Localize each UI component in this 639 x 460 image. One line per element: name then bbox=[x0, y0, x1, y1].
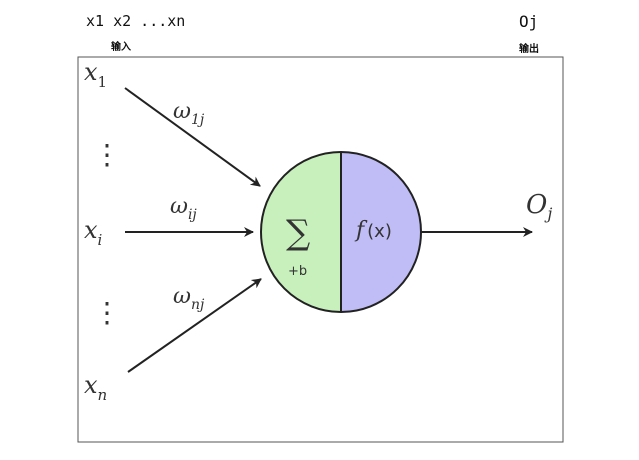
weight-nj-label: ωnj bbox=[173, 284, 205, 313]
bias-label: +b bbox=[288, 264, 307, 279]
input-xn-label: xn bbox=[84, 371, 107, 404]
activation-half bbox=[341, 152, 421, 312]
input-x1-label: x1 bbox=[84, 58, 107, 91]
weight-1j-label: ω1j bbox=[173, 99, 205, 128]
activation-function-label: f(x) bbox=[354, 218, 392, 243]
ellipsis-upper: ⋮ bbox=[93, 138, 121, 171]
output-caption: 输出 bbox=[519, 44, 539, 55]
input-arrow-1 bbox=[124, 87, 261, 187]
output-header-label: Oj bbox=[519, 12, 539, 31]
input-xi-label: xi bbox=[84, 216, 103, 249]
output-oj-label: Oj bbox=[526, 190, 552, 223]
weight-ij-label: ωij bbox=[170, 194, 197, 223]
inputs-header-label: x1 x2 ...xn bbox=[86, 12, 186, 30]
input-arrow-n bbox=[127, 278, 262, 373]
inputs-caption: 输入 bbox=[111, 42, 131, 53]
ellipsis-lower: ⋮ bbox=[93, 296, 121, 329]
summation-half bbox=[261, 152, 341, 312]
summation-symbol: ∑ bbox=[286, 213, 310, 253]
